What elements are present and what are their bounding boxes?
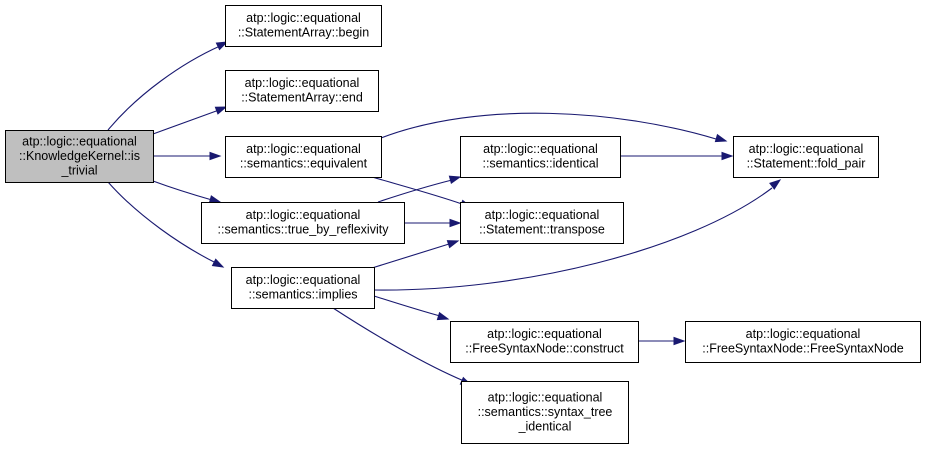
arrowhead-icon	[215, 41, 229, 51]
node-label-line: ::StatementArray::end	[241, 91, 363, 105]
node-label-line: ::semantics::true_by_reflexivity	[218, 223, 390, 237]
node-fold-pair[interactable]: atp::logic::equational::Statement::fold_…	[733, 136, 879, 178]
node-construct[interactable]: atp::logic::equational::FreeSyntaxNode::…	[450, 321, 639, 363]
node-FreeSyntaxNode[interactable]: atp::logic::equational::FreeSyntaxNode::…	[685, 321, 921, 363]
edge-root-to-implies	[107, 181, 225, 268]
node-box	[460, 136, 621, 178]
arrowhead-icon	[214, 106, 228, 115]
edge-line	[152, 109, 220, 135]
edge-implies-to-fold_pair	[373, 179, 782, 291]
node-box	[5, 130, 154, 183]
node-transpose[interactable]: atp::logic::equational::Statement::trans…	[460, 202, 624, 244]
node-box	[225, 136, 382, 178]
edge-line	[373, 187, 773, 291]
node-label-line: ::semantics::implies	[248, 288, 357, 302]
arrowhead-icon	[211, 258, 225, 268]
node-label-line: ::semantics::syntax_tree	[478, 405, 613, 419]
arrowhead-icon	[449, 218, 462, 228]
edge-implies-to-transpose	[371, 240, 460, 269]
edge-line	[332, 307, 465, 382]
arrowhead-icon	[769, 179, 782, 190]
edge-true_by_reflexivity-to-identical	[377, 175, 462, 203]
node-equivalent[interactable]: atp::logic::equational::semantics::equiv…	[225, 136, 382, 178]
node-box	[685, 321, 921, 363]
node-label-line: atp::logic::equational	[246, 208, 361, 222]
arrowhead-icon	[209, 151, 222, 161]
node-label-line: ::Statement::fold_pair	[747, 157, 866, 171]
arrowhead-icon	[448, 175, 462, 185]
node-label-line: ::FreeSyntaxNode::FreeSyntaxNode	[702, 342, 904, 356]
edge-root-to-true_by_reflexivity	[152, 180, 222, 204]
node-box	[733, 136, 879, 178]
edge-line	[377, 179, 453, 203]
node-true-by-reflexivity[interactable]: atp::logic::equational::semantics::true_…	[201, 202, 405, 244]
edge-implies-to-construct	[373, 295, 450, 321]
node-identical[interactable]: atp::logic::equational::semantics::ident…	[460, 136, 621, 178]
node-box	[460, 202, 624, 244]
node-label-line: _trivial	[60, 163, 97, 177]
arrowhead-icon	[721, 151, 734, 161]
node-label-line: ::Statement::transpose	[479, 223, 605, 237]
node-label-line: ::semantics::equivalent	[240, 157, 368, 171]
node-begin[interactable]: atp::logic::equational::StatementArray::…	[225, 5, 382, 47]
node-label-line: atp::logic::equational	[746, 327, 861, 341]
nodes: atp::logic::equational::KnowledgeKernel:…	[5, 5, 921, 444]
node-label-line: atp::logic::equational	[485, 208, 600, 222]
node-label-line: ::KnowledgeKernel::is	[19, 149, 140, 163]
node-label-line: atp::logic::equational	[749, 142, 864, 156]
edge-root-to-begin	[107, 41, 229, 131]
node-label-line: atp::logic::equational	[22, 134, 137, 148]
node-label-line: atp::logic::equational	[245, 76, 360, 90]
node-box	[201, 202, 405, 244]
node-box	[231, 267, 375, 309]
edge-line	[107, 45, 221, 131]
edge-line	[371, 243, 450, 269]
node-label-line: atp::logic::equational	[487, 327, 602, 341]
edge-true_by_reflexivity-to-transpose	[403, 218, 462, 228]
node-end[interactable]: atp::logic::equational::StatementArray::…	[225, 70, 379, 112]
arrowhead-icon	[714, 133, 728, 143]
edge-line	[107, 181, 217, 264]
node-box	[225, 70, 379, 112]
node-box	[450, 321, 639, 363]
node-label-line: ::StatementArray::begin	[238, 26, 369, 40]
node-label-line: atp::logic::equational	[246, 273, 361, 287]
node-box	[225, 5, 382, 47]
edge-line	[380, 112, 717, 140]
node-label-line: ::semantics::identical	[482, 157, 598, 171]
node-box	[461, 381, 629, 444]
arrowhead-icon	[436, 311, 450, 321]
node-label-line: atp::logic::equational	[483, 142, 598, 156]
node-label-line: ::FreeSyntaxNode::construct	[465, 342, 624, 356]
node-root[interactable]: atp::logic::equational::KnowledgeKernel:…	[5, 130, 154, 183]
node-label-line: _identical	[518, 419, 572, 433]
node-label-line: atp::logic::equational	[488, 390, 603, 404]
arrowhead-icon	[446, 240, 460, 249]
edge-equivalent-to-fold_pair	[380, 112, 728, 143]
edge-root-to-equivalent	[152, 151, 222, 161]
edge-construct-to-FreeSyntaxNode	[637, 336, 686, 346]
edge-identical-to-fold_pair	[619, 151, 734, 161]
edge-line	[371, 176, 463, 205]
edge-line	[152, 180, 213, 201]
arrowhead-icon	[208, 195, 222, 204]
edge-line	[373, 295, 441, 317]
node-label-line: atp::logic::equational	[246, 11, 361, 25]
node-implies[interactable]: atp::logic::equational::semantics::impli…	[231, 267, 375, 309]
node-syntax-tree-identical[interactable]: atp::logic::equational::semantics::synta…	[461, 381, 629, 444]
arrowhead-icon	[673, 336, 686, 346]
edge-root-to-end	[152, 106, 228, 135]
node-label-line: atp::logic::equational	[246, 142, 361, 156]
